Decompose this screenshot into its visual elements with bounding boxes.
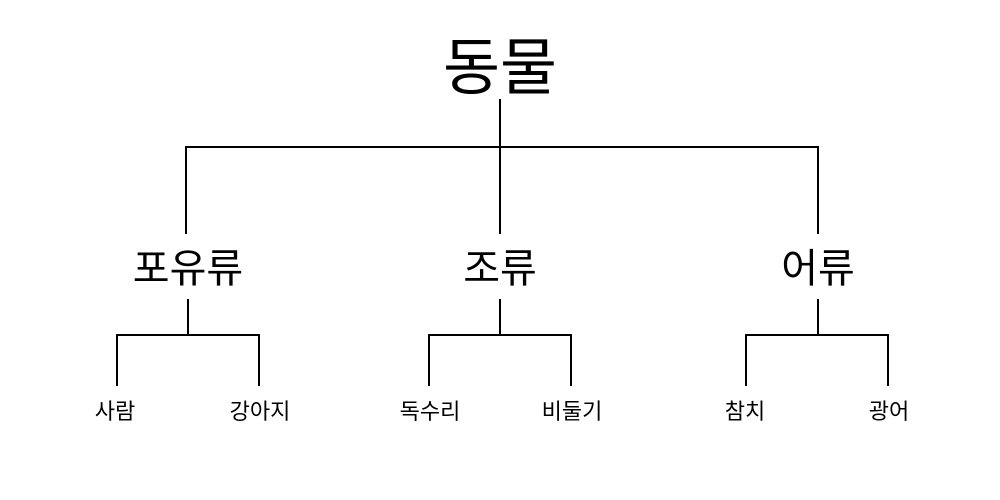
- leaf-label-eagle: 독수리: [399, 400, 461, 425]
- category-label-mammals: 포유류: [132, 246, 244, 292]
- leaf-label-human: 사람: [94, 400, 136, 425]
- leaf-label-dog: 강아지: [229, 400, 291, 425]
- leaf-label-pigeon: 비둘기: [541, 400, 603, 425]
- category-label-birds: 조류: [463, 246, 537, 292]
- root-node-label: 동물: [442, 31, 558, 104]
- leaf-label-tuna: 참치: [724, 400, 766, 425]
- category-label-fish: 어류: [781, 246, 855, 292]
- leaf-label-flatfish: 광어: [868, 400, 910, 425]
